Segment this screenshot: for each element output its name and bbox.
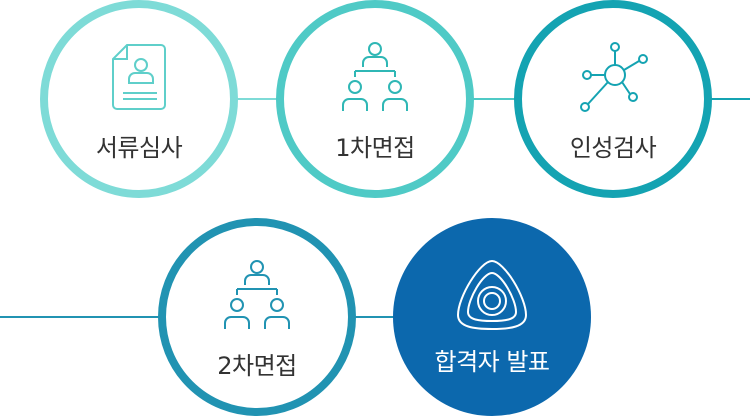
document-icon	[112, 44, 166, 110]
step-label: 서류심사	[95, 134, 183, 162]
connector-line	[472, 98, 516, 100]
connector-line	[710, 98, 750, 100]
connector-line	[354, 316, 394, 318]
step-label: 1차면접	[335, 134, 415, 162]
connector-line	[0, 316, 160, 318]
step-document-review: 서류심사	[40, 0, 238, 198]
connector-line	[236, 98, 278, 100]
step-second-interview: 2차면접	[158, 218, 356, 416]
step-first-interview: 1차면접	[276, 0, 474, 198]
step-personality-test: 인성검사	[514, 0, 712, 198]
step-label: 합격자 발표	[434, 348, 550, 376]
interview-group-icon	[342, 42, 408, 111]
step-label: 인성검사	[569, 134, 657, 162]
network-icon	[580, 42, 648, 112]
step-label: 2차면접	[217, 352, 297, 380]
badge-icon	[456, 259, 528, 331]
interview-group-icon	[224, 260, 290, 329]
step-final-announcement: 합격자 발표	[393, 218, 591, 416]
